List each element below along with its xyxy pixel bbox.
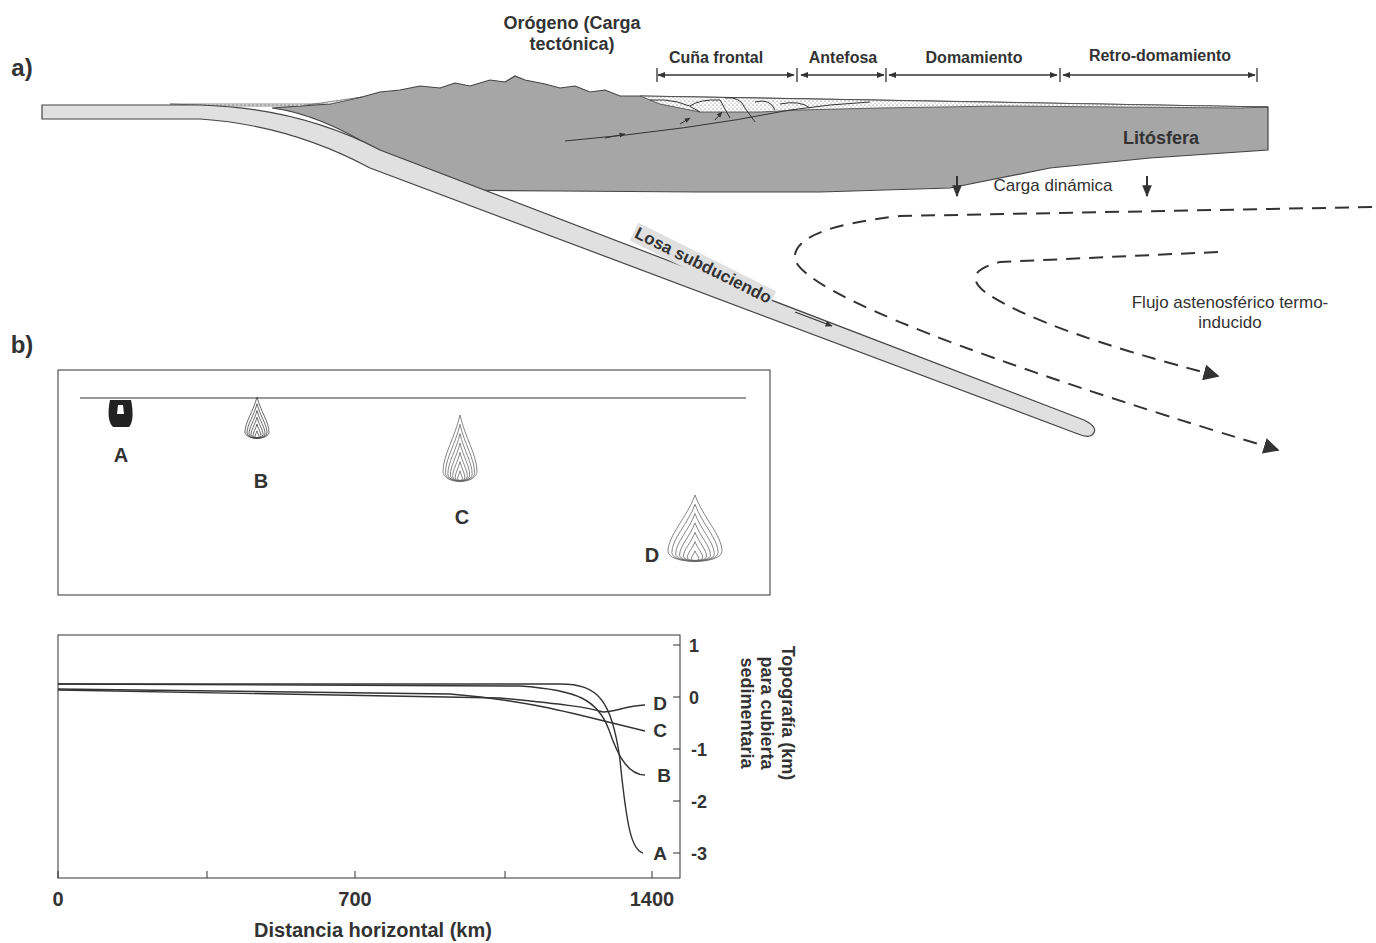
contour-line [249,411,265,439]
zone-label: Domamiento [926,49,1023,67]
density-anomalies [245,397,722,561]
contour-line [251,417,263,438]
graph-frame [58,635,680,878]
contour-line [448,434,472,481]
panel-letter: a) [11,54,32,82]
tick-label: -3 [691,844,707,865]
tick-label: 1400 [630,888,675,911]
contour-line [672,504,718,561]
tick-label: 1 [689,636,699,657]
zone-brackets [657,68,1257,82]
flow-label: Flujo astenosférico termo-inducido [1130,293,1330,332]
contour-line [450,443,469,481]
axis-title: Topografía (km) para cubierta sedimentar… [735,631,797,796]
asthenospheric-flow [795,207,1372,450]
contour-line [445,424,474,481]
contour-line [676,514,715,561]
contour-line [680,523,711,561]
tick-label: 0 [689,688,699,709]
curve-letter: B [655,765,673,787]
contour-line [687,542,702,561]
tick-label: -1 [691,740,707,761]
tick-label: 0 [52,888,63,911]
contour-line [455,462,465,481]
curve-letter: A [651,843,669,865]
anomaly-letter: D [645,544,659,567]
subducting-slab [42,105,1095,436]
contour-line [255,431,259,438]
contour-line [453,452,468,480]
contour-line [683,532,706,560]
panel-letter: b) [11,331,34,359]
axis-title: Distancia horizontal (km) [254,919,492,942]
orogen-label: Orógeno (Carga tectónica) [485,13,660,54]
contour-line [458,471,463,480]
anomaly-letter: B [254,470,268,493]
slab-arrow [795,312,832,326]
topography-curves [58,684,645,853]
contour-line [668,495,722,561]
zone-label: Cuña frontal [669,49,763,67]
zone-label: Retro-domamiento [1089,47,1231,65]
lithosphere-label: Litósfera [1123,128,1199,149]
thrust-faults [565,98,870,141]
load-label: Carga dinámica [993,176,1112,196]
anomaly-letter: C [455,506,469,529]
anomaly-a-core [117,405,124,414]
panel-frame [58,370,770,595]
surface-line [80,398,746,399]
contour-line [245,397,269,438]
anomaly-a [109,400,133,427]
zone-label: Antefosa [809,49,877,67]
contour-line [247,404,267,438]
tick-label: -2 [691,792,707,813]
contour-line [691,551,699,560]
contour-line [443,415,477,481]
graph-ticks [58,645,680,878]
curve-letter: D [651,693,669,715]
tick-label: 700 [338,888,371,911]
contour-line [253,424,261,438]
dynamic-load-arrows [957,176,1147,196]
curve-letter: C [651,720,669,742]
anomaly-letter: A [114,444,128,467]
